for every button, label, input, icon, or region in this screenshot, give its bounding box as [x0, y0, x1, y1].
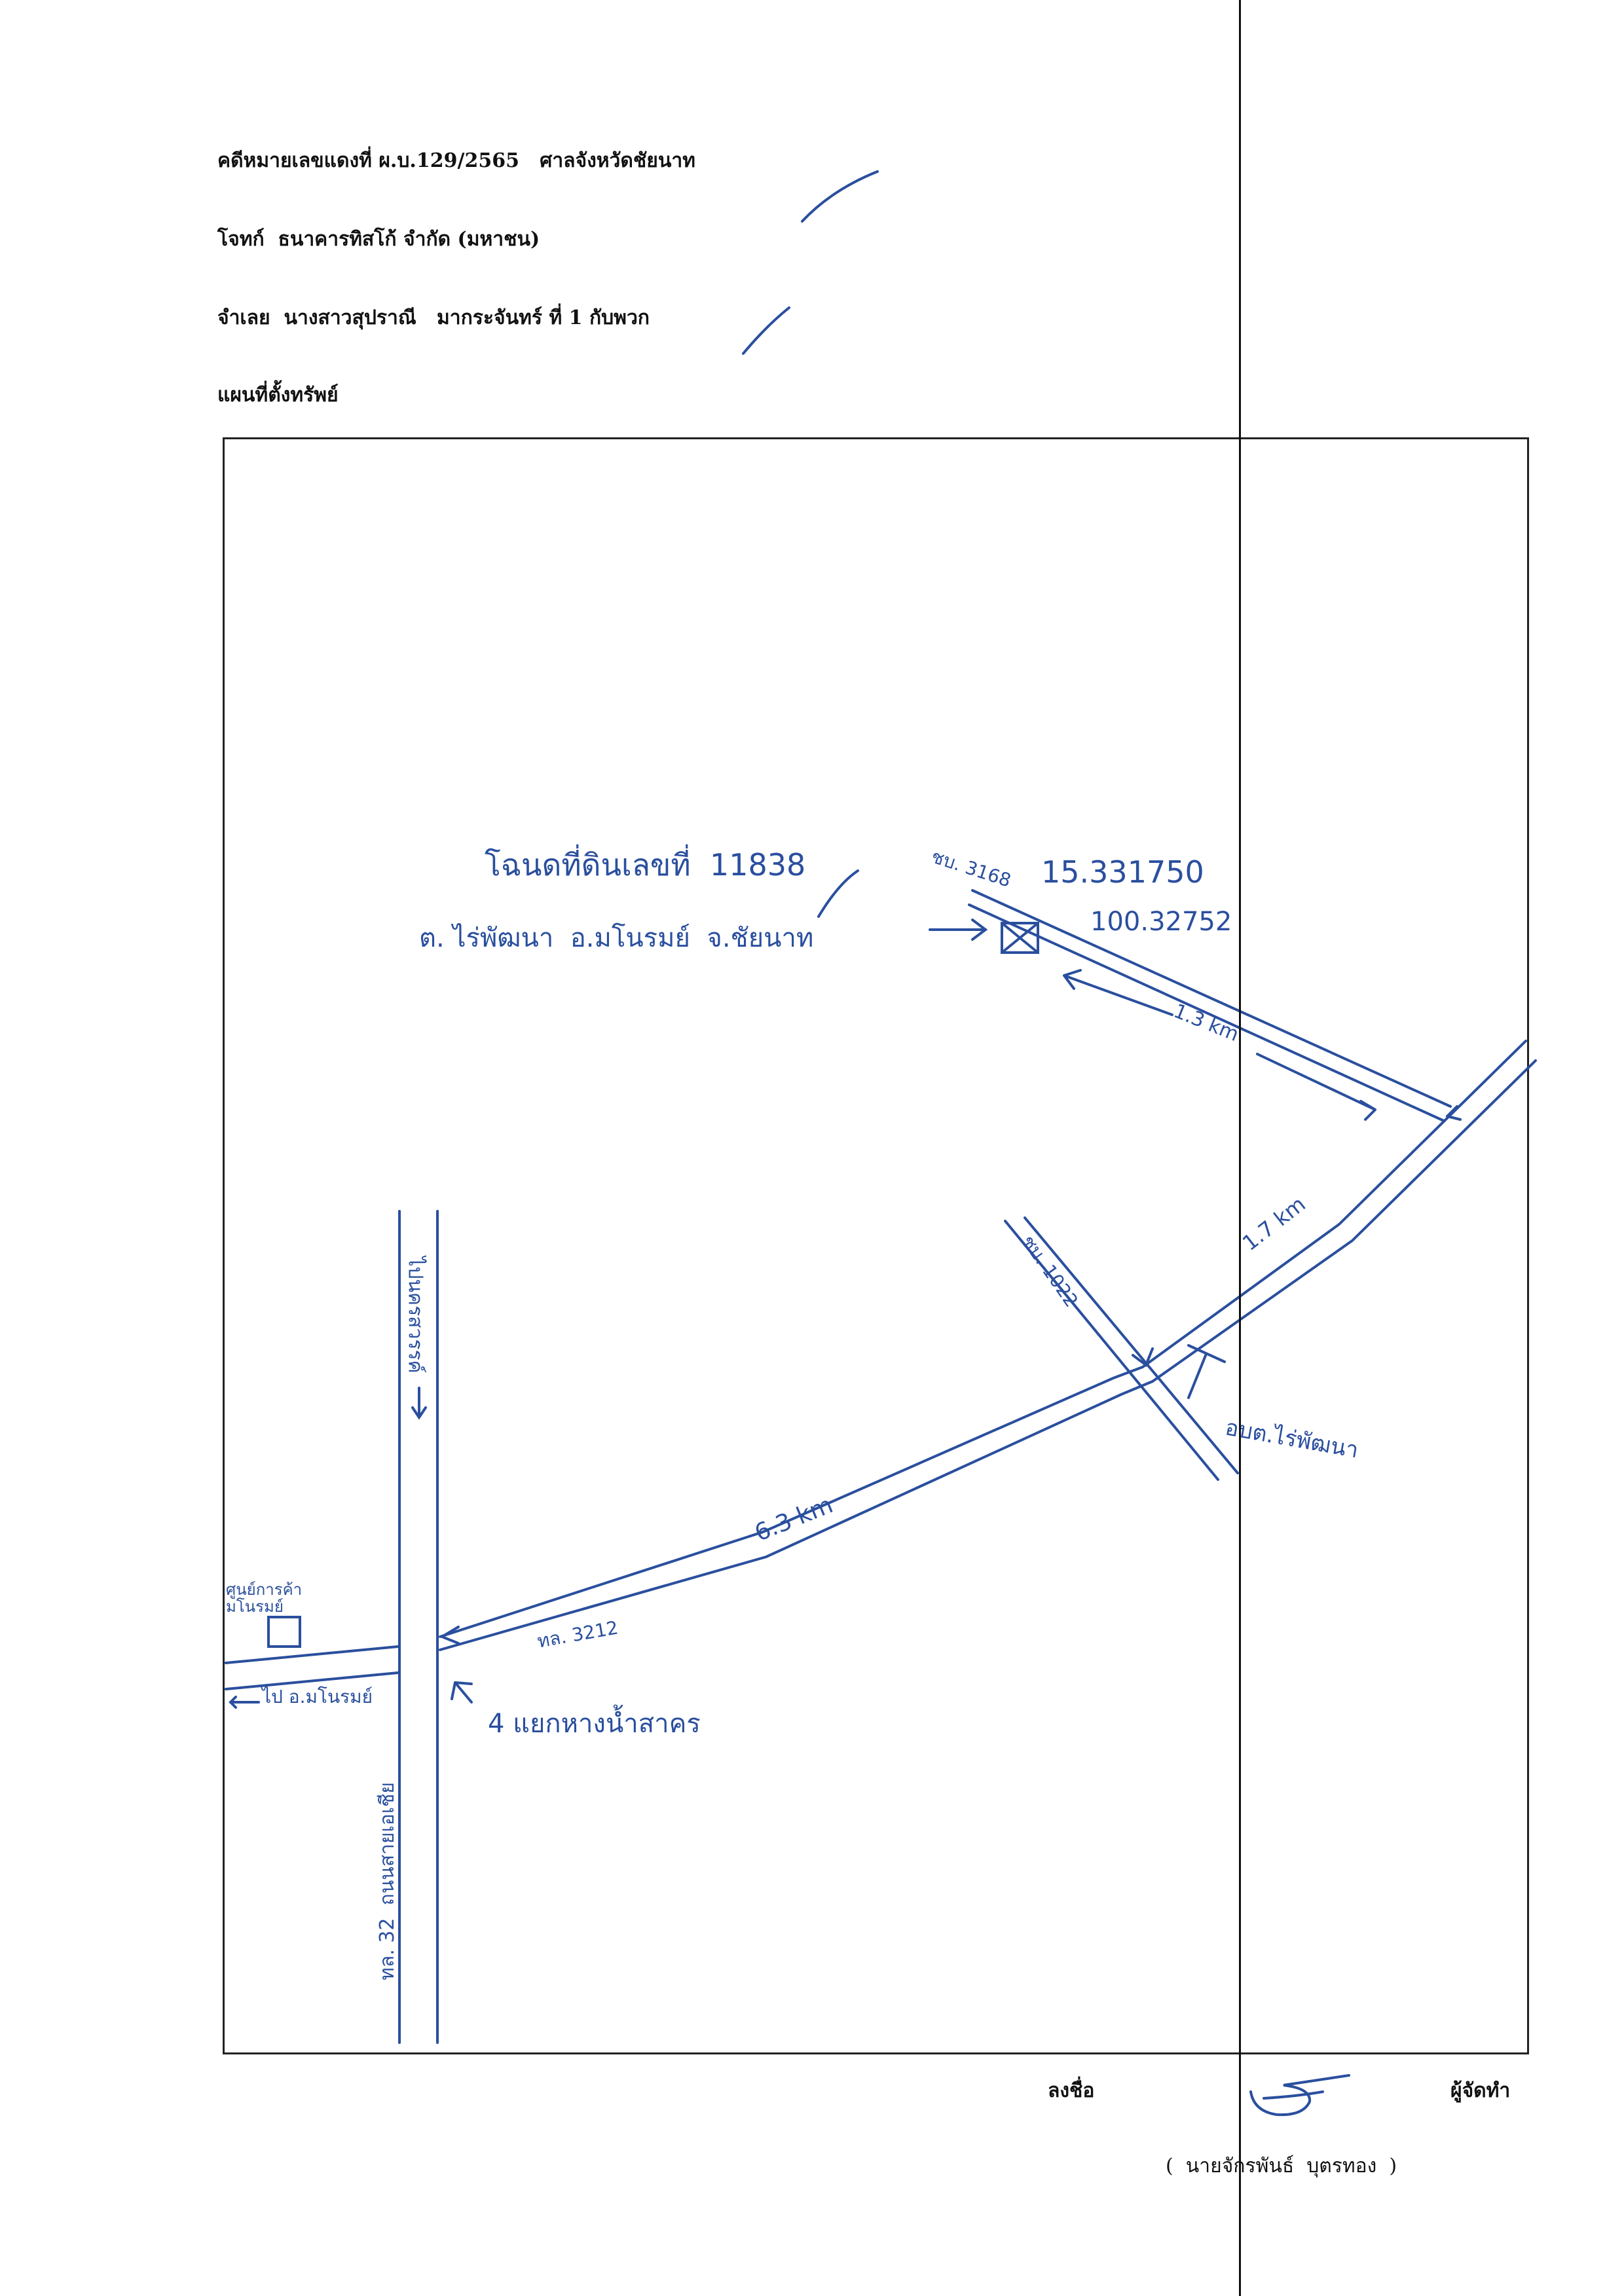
plot-marker: [1001, 922, 1039, 954]
arrow-to-plot: [929, 919, 988, 941]
defendant-line: จำเลย นางสาวสุปราณี มากระจันทร์ ที่ 1 กั…: [217, 306, 650, 329]
sign-label: ลงชื่อ: [1048, 2079, 1095, 2102]
market-label: ศูนย์การค้า มโนรมย์: [226, 1580, 303, 1616]
scan-fold-line: [1239, 0, 1241, 2296]
map-frame: [223, 437, 1529, 2054]
arrow-west: [229, 1696, 260, 1709]
deed-location-label: ต. ไร่พัฒนา อ.มโนรมย์ จ.ชัยนาท: [419, 923, 814, 953]
latitude-label: 15.331750: [1041, 854, 1204, 890]
road-1022-left: [1004, 1220, 1219, 1481]
signer-name: ( นายจักรพันธ์ บุตรทอง ): [1166, 2155, 1397, 2178]
manorom-road-bottom: [225, 1671, 399, 1690]
intersection-label: 4 แยกหางน้ำสาคร: [488, 1709, 701, 1739]
road-1022-right: [1024, 1216, 1239, 1474]
distance-arrow-1: [1063, 969, 1173, 1016]
check-mark-3: [817, 869, 859, 918]
arrow-intersection: [451, 1681, 473, 1704]
signature-mark: [1249, 2074, 1350, 2117]
check-mark-2: [742, 306, 790, 355]
role-label: ผู้จัดทำ: [1450, 2079, 1511, 2102]
distance-arrow-2: [1256, 1053, 1376, 1121]
northeast-road-upper: [1141, 1040, 1527, 1368]
road-3168-lower: [968, 903, 1445, 1122]
arrow-to-junction: [1446, 1105, 1462, 1121]
longitude-label: 100.32752: [1090, 907, 1232, 937]
market-marker: [267, 1616, 301, 1648]
to-nakhon-sawan-label: ไปนครสวรรค์: [403, 1256, 427, 1374]
arrow-road-1022: [1132, 1347, 1154, 1368]
case-number-line: คดีหมายเลขแดงที่ ผ.บ.129/2565 ศาลจังหวัด…: [217, 149, 695, 172]
road-3212-lower: [439, 1380, 1154, 1651]
deed-number-label: โฉนดที่ดินเลขที่ 11838: [485, 847, 806, 883]
arrow-to-intersection-3212: [441, 1626, 460, 1645]
to-manorom-label: ไป อ.มโนรมย์: [262, 1686, 373, 1707]
plaintiff-line: โจทก์ ธนาคารทิสโก้ จำกัด (มหาชน): [217, 228, 540, 251]
road-3212-upper: [439, 1366, 1144, 1638]
arrow-north: [411, 1387, 427, 1420]
map-title: แผนที่ตั้งทรัพย์: [217, 384, 339, 407]
road-3168-upper: [971, 889, 1452, 1108]
northeast-road-lower: [1151, 1059, 1537, 1383]
road-32-label: ทล. 32 ถนนสายเอเชีย: [375, 1782, 399, 1980]
manorom-road-top: [225, 1645, 399, 1664]
check-mark-1: [801, 170, 879, 223]
